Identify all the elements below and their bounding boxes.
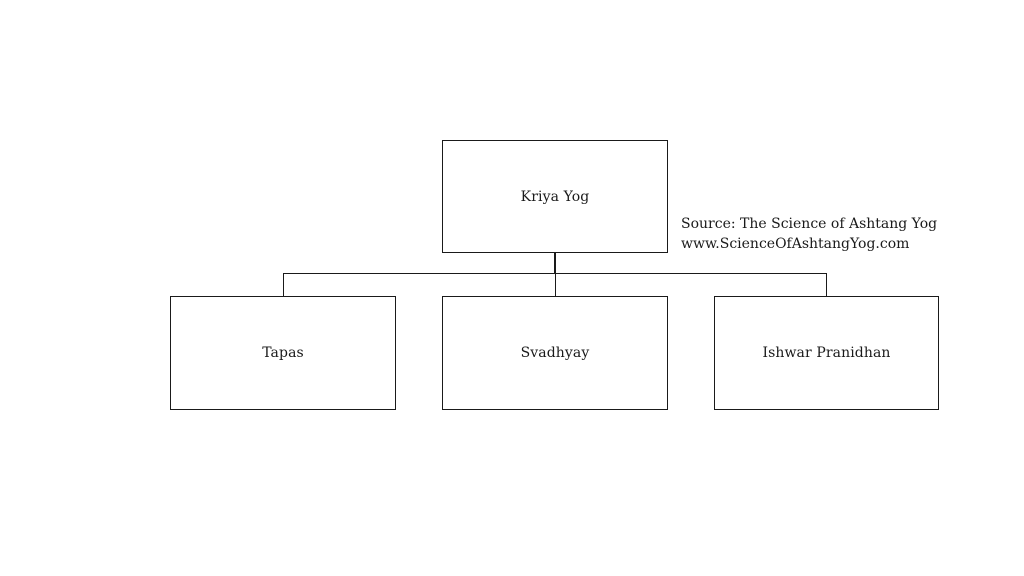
root-node-kriya-yog: Kriya Yog: [442, 140, 668, 253]
child-node-svadhyay: Svadhyay: [442, 296, 668, 410]
source-note: Source: The Science of Ashtang Yog www.S…: [681, 214, 937, 254]
child-node-label: Tapas: [262, 345, 304, 361]
child-node-label: Svadhyay: [520, 345, 590, 361]
source-note-title: Source: The Science of Ashtang Yog: [681, 216, 938, 232]
root-node-label: Kriya Yog: [520, 188, 590, 205]
child-node-ishwar-pranidhan: Ishwar Pranidhan: [714, 296, 939, 410]
child-node-tapas: Tapas: [170, 296, 396, 410]
child-node-label: Ishwar Pranidhan: [762, 345, 891, 361]
source-note-url: www.ScienceOfAshtangYog.com: [681, 236, 910, 252]
